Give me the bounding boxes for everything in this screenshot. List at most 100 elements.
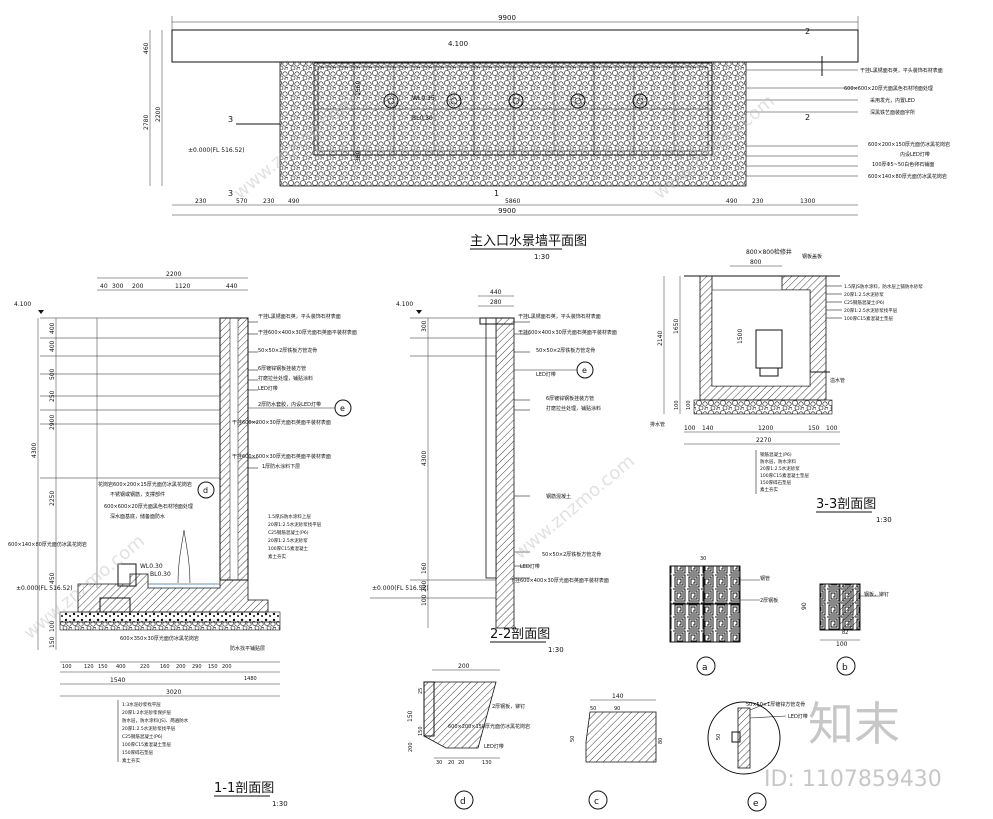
s1-scale: 1:30 <box>272 800 288 808</box>
s1-dim-b7: 200 <box>176 664 186 670</box>
s2-level-top: 4.100 <box>396 301 413 308</box>
plan-dim-380: 380 <box>355 150 362 162</box>
s2-note-1: 干挂L黑锈面石英，平头装饰石材表面 <box>518 313 601 320</box>
s2-leaders <box>514 321 577 579</box>
detail-e-circle <box>707 701 781 775</box>
plan-note-1: 干挂L黑锈面石英，平头装饰石材表面 <box>860 67 943 74</box>
s2-note-10: 干挂600×400×30厚光面石英面平装材表面 <box>510 577 609 584</box>
plan-section-2: 2 <box>805 113 810 122</box>
s3-note-2: 20厚1:2.5水泥砂浆 <box>844 291 884 298</box>
plan-section-2-top: 2 <box>805 27 810 36</box>
s1-dim-b11: 1480 <box>244 676 257 682</box>
detail-d-note-2: 600×200×150厚光面仿冰黑花岗岩 <box>448 723 530 730</box>
svg-text:e: e <box>582 366 587 375</box>
s1-dim-b9: 150 <box>208 664 218 670</box>
detail-c-stone <box>585 711 657 763</box>
detail-d-id: d <box>460 797 466 807</box>
s1-dim-top-total: 2200 <box>166 271 181 278</box>
detail-d-dim-4: 150 <box>418 726 424 736</box>
detail-d: 200 25 150 150 200 30 20 20 130 2厚钢板，铆钉 … <box>407 663 530 810</box>
s1-legend-2: 20厚1:2水泥砂浆保护层 <box>122 709 171 716</box>
s1-note-10: 1厚防水涂料下层 <box>262 463 300 470</box>
detail-a: 钢管 2厚钢板 30 a <box>669 556 778 676</box>
plan-pool-water <box>313 62 713 156</box>
plan-dim-l3: 2780 <box>143 115 150 130</box>
plan-dim-b8: 1300 <box>800 198 815 205</box>
detail-d-dim-8: 20 <box>458 760 464 766</box>
s1-dim-l6: 4300 <box>31 443 38 458</box>
s2-dim-l3: 160 <box>421 562 428 574</box>
s1-dim-top-5: 440 <box>226 283 238 290</box>
detail-b-dim-1: 90 <box>801 602 808 610</box>
s3-dim-l5: 100 <box>686 400 692 410</box>
plan-scale: 1:30 <box>534 253 550 261</box>
s1-dim-b2: 120 <box>84 664 94 670</box>
s1-dim-b10: 200 <box>222 664 232 670</box>
s1-dim-l9: 100 <box>49 620 56 632</box>
s3-dim-l2: 1650 <box>673 319 680 334</box>
s1-note-14: 深水面基底，储备面防水 <box>110 513 165 520</box>
s3-leaders <box>826 285 842 319</box>
detail-b-note: 钢板，铆钉 <box>864 591 889 598</box>
s1-dim-1540: 1540 <box>110 677 125 684</box>
s2-level-zero: ±0.000(FL 516.52) <box>372 585 429 592</box>
detail-d-note-3: LED灯带 <box>484 743 504 750</box>
detail-d-dim-3: 150 <box>407 710 414 722</box>
detail-d-dim-7: 20 <box>448 760 454 766</box>
plan-fountain-jets <box>383 93 648 109</box>
section-2-2: 440 280 4.100 300 4300 160 200 100 ±0.00… <box>370 289 617 654</box>
plan-note-4: 深黑铁艺面装面字所 <box>870 109 915 116</box>
s3-legend-5: 150厚碎石垫层 <box>760 479 792 486</box>
plan-dim-top: 9900 <box>498 14 516 22</box>
s1-legend: 1:3水泥砂浆找平层 20厚1:2水泥砂浆保护层 防水层，防水涂料(JS)、两遍… <box>122 701 189 764</box>
s1-note-3: 50×50×2厚铁板方管龙骨 <box>258 347 317 354</box>
s3-dim-b3: 1200 <box>758 425 773 432</box>
watermark-id: ID: 1107859430 <box>764 767 942 792</box>
s1-dim-top-3: 200 <box>132 283 144 290</box>
detail-c-dim-4: 50 <box>570 736 576 742</box>
s2-scale: 1:30 <box>548 646 564 654</box>
s1-note-2: 干挂600×400×30厚光面石英面平装材表面 <box>258 329 357 336</box>
plan-section-3-top: 3 <box>228 115 233 124</box>
s3-note-4: 20厚1:2.5水泥砂浆找平层 <box>844 307 898 314</box>
detail-c: 140 50 90 50 80 c <box>570 693 664 810</box>
detail-e-dim: 50 <box>716 734 722 740</box>
plan-bottom-label: BL0.30 <box>412 115 433 122</box>
s2-note-9: LED灯带 <box>520 563 540 570</box>
s3-note-5: 100厚C15素混凝土垫层 <box>844 315 893 322</box>
detail-a-dim: 30 <box>700 556 706 562</box>
s1-leaders <box>248 321 335 469</box>
detail-c-dim-2: 50 <box>590 706 596 712</box>
plan-title: 主入口水景墙平面图 <box>470 234 587 249</box>
svg-text:1.5厚JS防水涂料上层: 1.5厚JS防水涂料上层 <box>268 513 311 520</box>
s3-dim-b2: 140 <box>702 425 714 432</box>
s1-guide-lines <box>40 317 220 479</box>
s1-dim-l2: 400 <box>49 340 56 352</box>
detail-b-callout <box>836 656 856 676</box>
plan-dim-l1: 460 <box>143 42 150 54</box>
s1-dim-l8: 450 <box>49 572 56 584</box>
jet-4 <box>570 93 586 109</box>
s3-title: 3-3剖面图 <box>816 497 876 512</box>
s2-note-7: 钢筋混凝土 <box>546 493 571 500</box>
s3-legend: 钢筋混凝土(P6) 防水层，防水涂料 20厚1:2.5水泥砂浆 100厚C15素… <box>760 451 809 493</box>
plan-section-1: 1 <box>494 189 499 198</box>
detail-c-id: c <box>594 797 599 807</box>
s1-note-6: LED灯带 <box>258 385 278 392</box>
s3-dim-b4: 150 <box>808 425 820 432</box>
s1-gravel-layer <box>59 611 281 623</box>
s1-dim-b1: 100 <box>62 664 72 670</box>
detail-a-callout <box>696 656 716 676</box>
svg-text:20厚1:2.5水泥砂浆找平层: 20厚1:2.5水泥砂浆找平层 <box>268 521 322 528</box>
detail-e-note-1: 50×50×1厚镀锌方管龙骨 <box>746 701 805 708</box>
s1-dim-l3: 500 <box>49 368 56 380</box>
plan-dim-b1: 230 <box>195 198 207 205</box>
s1-dim-b6: 160 <box>160 664 170 670</box>
svg-text:d: d <box>203 486 208 495</box>
s3-legend-6: 素土夯实 <box>760 486 778 493</box>
s3-dim-total: 2270 <box>756 437 771 444</box>
detail-d-dim-6: 30 <box>436 760 442 766</box>
s3-dim-b1: 100 <box>684 425 696 432</box>
s1-jet-label: WL0.30 <box>140 563 163 570</box>
